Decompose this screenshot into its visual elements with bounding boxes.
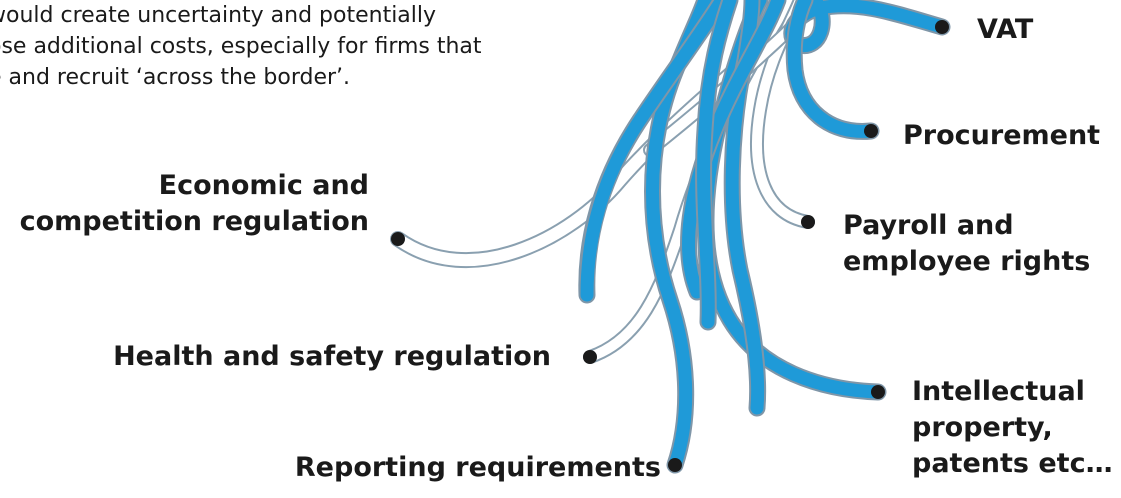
blue-strands <box>578 0 951 474</box>
economic-dot <box>391 232 405 246</box>
payroll-dot <box>801 215 815 229</box>
intellectual-property-dot <box>871 385 885 399</box>
reporting-dot <box>668 458 682 472</box>
label-intellectual-property: Intellectual property, patents etc… <box>912 376 1113 479</box>
intro-paragraph: would create uncertainty and potentially… <box>0 3 482 90</box>
label-reporting: Reporting requirements <box>294 452 661 483</box>
vat-dot <box>935 20 949 34</box>
label-economic: Economic and competition regulation <box>19 170 369 237</box>
label-procurement: Procurement <box>903 120 1101 151</box>
procurement-dot <box>864 124 878 138</box>
strand-end-dots <box>391 20 949 472</box>
label-payroll: Payroll and employee rights <box>843 210 1091 277</box>
health-safety-dot <box>583 350 597 364</box>
label-health-safety: Health and safety regulation <box>113 341 551 372</box>
label-vat: VAT <box>977 14 1034 45</box>
